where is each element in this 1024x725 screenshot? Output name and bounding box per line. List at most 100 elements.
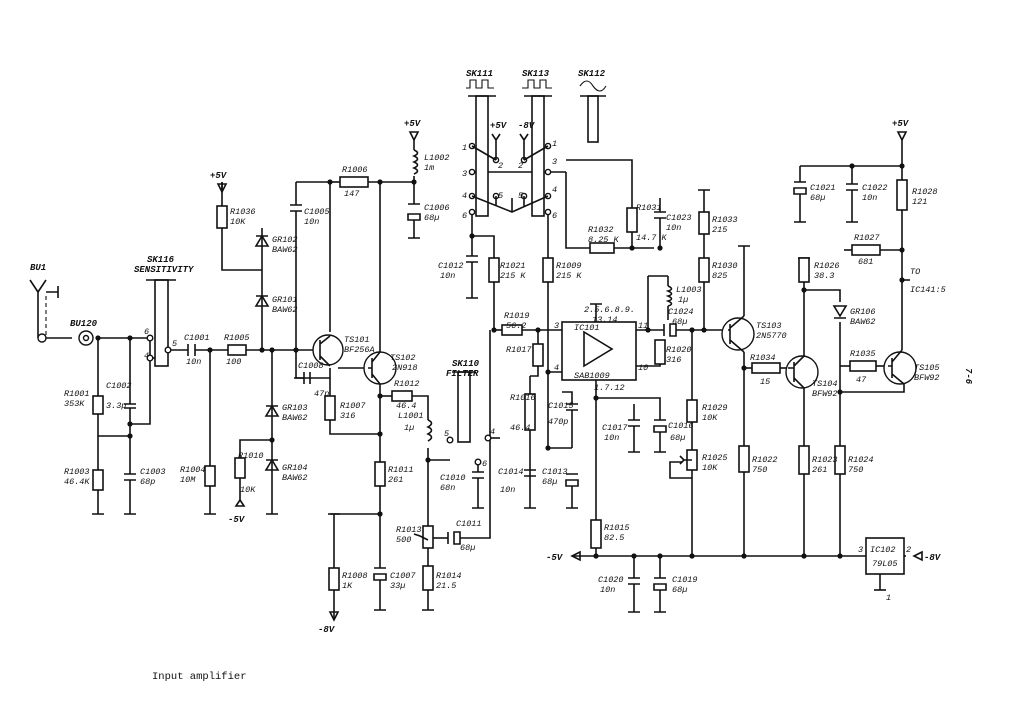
label-sk110-pin-6: 6 [482,459,487,469]
label-c1020-ref: C1020 [598,575,624,585]
label-c1003-ref: C1003 [140,467,166,477]
label-supply-m8v-b: -8V [518,121,536,131]
label-r1009-val: 215 K [556,271,582,281]
label-r1022-ref: R1022 [752,455,778,465]
label-r1010-val: 10K [240,485,256,495]
label-switch-pin-6b: 6 [552,211,557,221]
label-ic101-pin11: 11 [638,321,648,331]
label-r1024-ref: R1024 [848,455,874,465]
label-r1012-val: 46.4 [396,401,416,411]
label-ic101-pin4: 4 [554,363,559,373]
label-supply-p5v-c: +5V [490,121,508,131]
label-sk113: SK113 [522,69,550,79]
label-c1012-ref: C1012 [438,261,464,271]
label-ic102-pin3: 3 [858,545,863,555]
label-c1001-ref: C1001 [184,333,210,343]
label-r1033-val: 215 [712,225,727,235]
label-supply-m8v-a: -8V [318,625,336,635]
label-c1007-ref: C1007 [390,571,416,581]
label-c1014-ref: C1014 [498,467,524,477]
label-ic101-pin3: 3 [554,321,559,331]
label-r1001-val: 353K [64,399,85,409]
label-r1035-ref: R1035 [850,349,876,359]
label-ic101-pin10: 10 [638,363,648,373]
label-ic102-pin2: 2 [906,545,911,555]
label-ic101-pins-top2: 13.14 [592,315,618,325]
label-c1007-val: 33µ [390,581,405,591]
label-switch-pin-2b: 2 [518,161,523,171]
label-ic102-ref: IC102 [870,545,896,555]
label-r1001-ref: R1001 [64,389,90,399]
label-c1016-val: 68µ [670,433,685,443]
label-r1004-ref: R1004 [180,465,206,475]
label-r1006-ref: R1006 [342,165,368,175]
label-gr101-val: BAW62 [272,305,298,315]
label-r1026-ref: R1026 [814,261,840,271]
label-ic102-pin1: 1 [886,593,891,603]
label-output-dest: IC141:5 [910,285,946,295]
label-l1003-val: 1µ [678,295,688,305]
label-ic102-val: 79L05 [872,559,898,569]
label-r1007-ref: R1007 [340,401,366,411]
label-switch-pin-4b: 4 [552,185,557,195]
label-switch-pin-1a: 1 [462,143,467,153]
switch-mechanics [37,79,607,466]
label-bu1: BU1 [30,263,46,273]
label-switch-pin-1b: 1 [552,139,557,149]
label-r1020-ref: R1020 [666,345,692,355]
label-r1030-ref: R1030 [712,261,738,271]
label-supply-m8v-c: -8V [924,553,942,563]
label-l1003-ref: L1003 [676,285,702,295]
label-r1027-val: 681 [858,257,873,267]
label-c1021-ref: C1021 [810,183,836,193]
label-sk116: SK116 [147,255,175,265]
junction-dots [95,163,905,559]
figure-caption: Input amplifier [152,671,247,683]
label-gr106-ref: GR106 [850,307,876,317]
label-switch-pin-6a: 6 [462,211,467,221]
label-c1013-val: 68µ [542,477,557,487]
label-c1015-ref: C1015 [548,401,574,411]
label-c1017-ref: C1017 [602,423,628,433]
supply-arrows [216,131,923,622]
label-r1029-ref: R1029 [702,403,728,413]
label-r1007-val: 316 [340,411,355,421]
label-r1036-ref: R1036 [230,207,256,217]
label-r1013-ref: R1013 [396,525,422,535]
label-switch-pin-2a: 2 [498,161,503,171]
label-ts105-ref: TS105 [914,363,940,373]
label-c1024-val: 68µ [672,317,687,327]
label-c1023-ref: C1023 [666,213,692,223]
label-c1023-val: 10n [666,223,681,233]
ic-bodies [561,321,905,575]
label-switch-pin-5a: 5 [498,191,503,201]
label-gr106-val: BAW62 [850,317,876,327]
label-r1019-ref: R1019 [504,311,530,321]
label-r1034-ref: R1034 [750,353,776,363]
label-r1032-val: 8.25 K [588,235,620,245]
terminal-bars [92,189,886,613]
label-r1016-val: 46.4 [510,423,530,433]
label-c1006-ref: C1006 [424,203,450,213]
label-r1016-ref: R1016 [510,393,536,403]
label-r1011-val: 261 [388,475,403,485]
label-r1032-ref: R1032 [588,225,614,235]
label-c1020-val: 10n [600,585,615,595]
label-r1012-ref: R1012 [394,379,420,389]
label-gr104-val: BAW62 [282,473,308,483]
label-gr103-ref: GR103 [282,403,308,413]
label-supply-p5v-a: +5V [210,171,228,181]
label-r1006-val: 147 [344,189,360,199]
label-ts101-val: BF256A [344,345,375,355]
label-ts104-ref: TS104 [812,379,838,389]
label-c1022-val: 10n [862,193,877,203]
label-r1020-val: 316 [666,355,681,365]
label-r1013-val: 500 [396,535,411,545]
label-r1035-val: 47 [856,375,867,385]
label-r1027-ref: R1027 [854,233,880,243]
label-c1002-val: 3.3p [106,401,126,411]
page-marker: 7-6 [963,368,973,385]
label-sk111: SK111 [466,69,493,79]
label-r1011-ref: R1011 [388,465,414,475]
